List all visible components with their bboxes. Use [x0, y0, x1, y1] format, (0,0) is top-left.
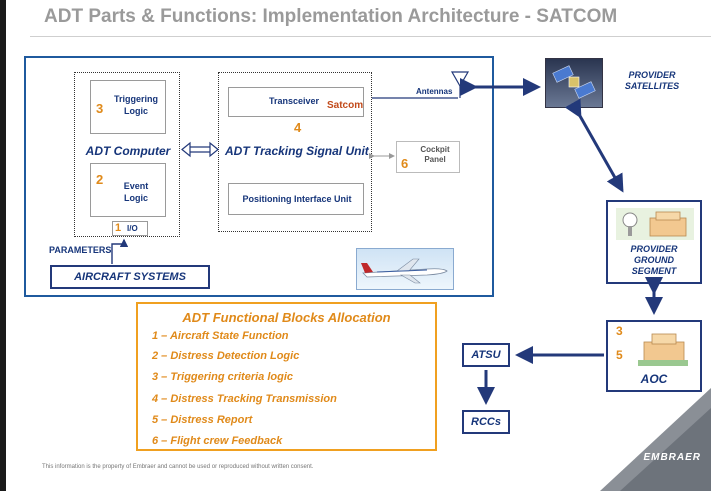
tracking-unit-number: 4	[294, 120, 302, 135]
allocation-title: ADT Functional Blocks Allocation	[182, 310, 391, 325]
antenna-icon	[450, 71, 470, 98]
transceiver-box: Transceiver Satcom	[228, 87, 364, 117]
event-logic-box: 2 Event Logic	[90, 163, 166, 217]
positioning-interface-box: Positioning Interface Unit	[228, 183, 364, 215]
triggering-logic-number: 3	[96, 101, 104, 116]
aoc-number-bottom: 5	[616, 348, 623, 362]
satellite-ground-link	[564, 98, 624, 193]
event-logic-label: Event Logic	[123, 181, 149, 203]
embraer-logo: EMBRAER	[643, 452, 701, 463]
aircraft-icon	[361, 258, 448, 284]
allocation-item: 3 – Triggering criteria logic	[152, 371, 294, 383]
aircraft-systems-label: AIRCRAFT SYSTEMS	[74, 271, 186, 283]
triggering-logic-box: 3 Triggering Logic	[90, 80, 166, 134]
cockpit-panel-number: 6	[401, 156, 409, 171]
aircraft-systems-box: AIRCRAFT SYSTEMS	[50, 265, 210, 289]
allocation-item: 6 – Flight crew Feedback	[152, 435, 283, 447]
adt-computer-label: ADT Computer	[85, 144, 171, 158]
io-box: 1 I/O	[112, 221, 148, 236]
allocation-item: 1 – Aircraft State Function	[152, 330, 289, 342]
page-title: ADT Parts & Functions: Implementation Ar…	[44, 6, 618, 27]
rccs-box: RCCs	[462, 410, 510, 434]
left-edge-bar	[0, 0, 6, 491]
event-logic-number: 2	[96, 172, 104, 187]
parameters-label: PARAMETERS	[49, 245, 112, 255]
atsu-box: ATSU	[462, 343, 510, 367]
io-label: I/O	[127, 224, 138, 233]
aoc-box: 3 5 AOC	[606, 320, 702, 392]
allocation-box: ADT Functional Blocks Allocation 1 – Air…	[136, 302, 437, 451]
rccs-label: RCCs	[471, 416, 501, 428]
positioning-interface-label: Positioning Interface Unit	[242, 194, 352, 204]
io-number: 1	[115, 222, 122, 234]
aoc-number-top: 3	[616, 324, 623, 338]
systems-io-link	[111, 238, 129, 264]
provider-ground-box: PROVIDER GROUND SEGMENT	[606, 200, 702, 284]
antennas-label: Antennas	[416, 87, 453, 96]
cockpit-panel-box: 6 Cockpit Panel	[396, 141, 460, 173]
allocation-item: 2 – Distress Detection Logic	[152, 350, 300, 362]
tracking-unit-label: ADT Tracking Signal Unit	[225, 144, 369, 158]
footer-note: This information is the property of Embr…	[42, 464, 314, 470]
adt-computer-container	[74, 72, 180, 237]
tracking-unit-container	[218, 72, 372, 232]
title-divider	[30, 36, 711, 37]
ground-station-icon	[616, 208, 694, 240]
allocation-item: 5 – Distress Report	[152, 414, 253, 426]
computer-tracking-link	[181, 141, 219, 158]
triggering-logic-label: Triggering Logic	[113, 94, 158, 116]
allocation-item: 4 – Distress Tracking Transmission	[152, 393, 337, 405]
provider-satellites-label: PROVIDER SATELLITES	[624, 70, 680, 91]
aoc-label: AOC	[640, 372, 668, 386]
satellite-icon	[552, 65, 596, 99]
aircraft-image	[356, 248, 454, 290]
footer-corner-shape	[600, 388, 711, 491]
provider-ground-label: PROVIDER GROUND SEGMENT	[630, 244, 678, 276]
aoc-building-icon	[638, 333, 688, 366]
atsu-label: ATSU	[471, 349, 501, 361]
transceiver-label: Transceiver	[269, 96, 320, 106]
cockpit-panel-label: Cockpit Panel	[420, 145, 450, 164]
satcom-tag: Satcom	[327, 100, 364, 111]
